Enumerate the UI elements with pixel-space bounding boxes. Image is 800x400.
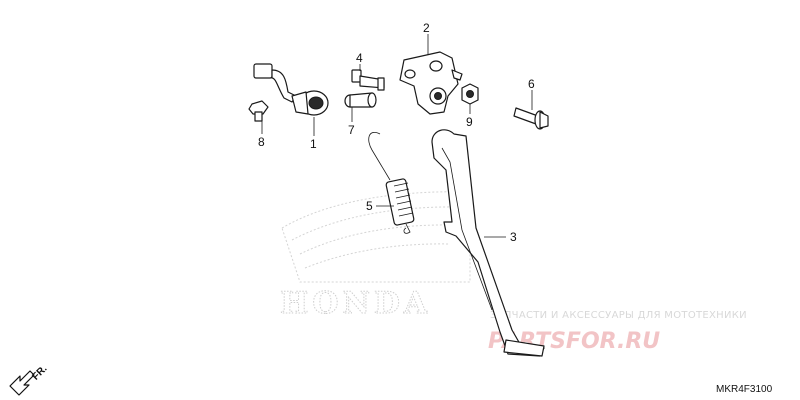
part-5-spring — [368, 132, 415, 234]
part-2-side-stand-bracket — [399, 51, 463, 115]
part-1-side-stand-switch — [253, 63, 329, 116]
diagram-code: MKR4F3100 — [716, 384, 773, 395]
callout-9: 9 — [466, 115, 473, 129]
part-8-bolt — [248, 100, 269, 122]
callout-8: 8 — [258, 135, 265, 149]
part-4-pivot-bolt — [351, 69, 385, 91]
callout-5: 5 — [366, 199, 373, 213]
part-3-side-stand — [431, 129, 545, 357]
callout-3: 3 — [510, 230, 517, 244]
callout-6: 6 — [528, 77, 535, 91]
front-direction-label: FR. — [30, 363, 49, 382]
honda-logo-watermark: HONDA — [280, 286, 431, 321]
part-7-collar — [344, 92, 377, 108]
callout-4: 4 — [356, 51, 363, 65]
callout-7: 7 — [348, 123, 355, 137]
front-direction-arrow-icon — [9, 370, 35, 396]
callout-2: 2 — [423, 21, 430, 35]
part-9-nut — [461, 83, 479, 105]
store-tagline-watermark: ЗАПЧАСТИ И АКСЕССУАРЫ ДЛЯ МОТОТЕХНИКИ — [490, 310, 747, 321]
callout-1: 1 — [310, 137, 317, 151]
leader-lines — [261, 34, 533, 238]
part-6-flange-bolt — [513, 107, 549, 130]
honda-wing-watermark — [281, 191, 471, 283]
